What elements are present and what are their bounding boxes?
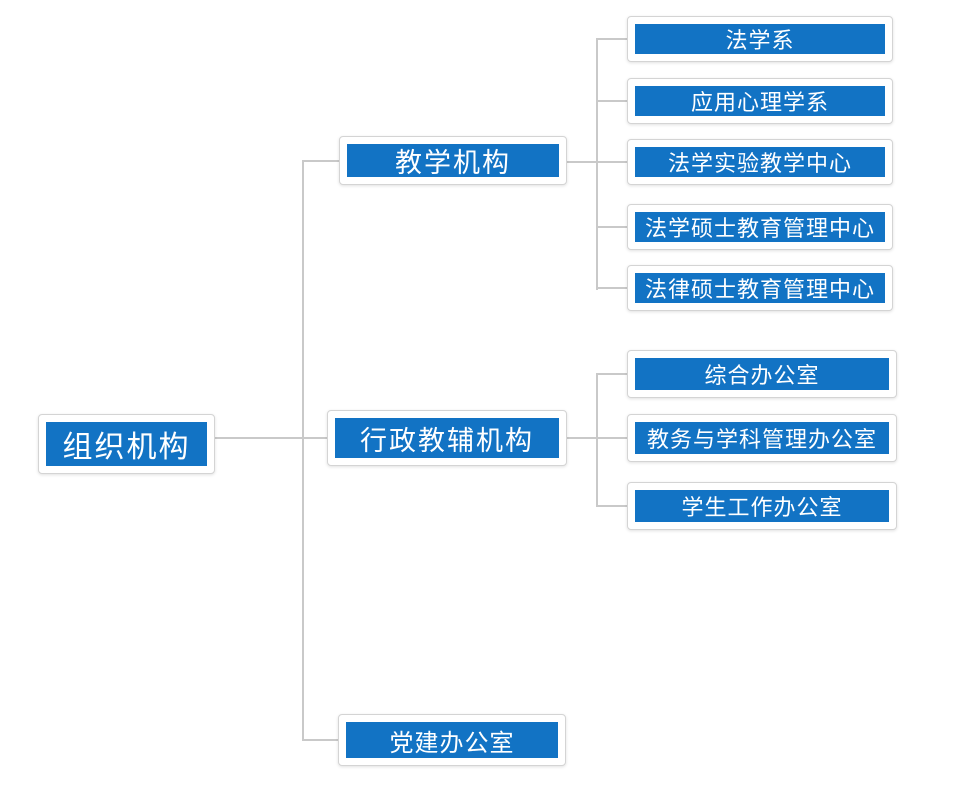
connector-admin-trunk-line bbox=[596, 373, 598, 507]
child-node-law-department-label: 法学系 bbox=[635, 24, 885, 54]
child-node-law-master-center: 法学硕士教育管理中心 bbox=[627, 204, 893, 250]
child-node-student-affairs-office-label: 学生工作办公室 bbox=[635, 490, 889, 522]
connector-teaching-child-1-stub-line bbox=[596, 38, 627, 40]
connector-admin-child-1-stub-line bbox=[596, 373, 627, 375]
branch-node-teaching: 教学机构 bbox=[339, 136, 567, 185]
org-root-node: 组织机构 bbox=[38, 414, 215, 474]
connector-root-to-admin-line bbox=[215, 437, 327, 439]
branch-node-teaching-label: 教学机构 bbox=[347, 144, 559, 177]
connector-teaching-child-2-stub-line bbox=[596, 100, 627, 102]
branch-node-party-label: 党建办公室 bbox=[346, 722, 558, 758]
child-node-general-office-label: 综合办公室 bbox=[635, 358, 889, 390]
connector-teaching-child-5-stub-line bbox=[596, 287, 627, 289]
child-node-applied-psychology-label: 应用心理学系 bbox=[635, 86, 885, 116]
connector-teaching-trunk-line bbox=[596, 38, 598, 290]
child-node-juris-master-center: 法律硕士教育管理中心 bbox=[627, 265, 893, 311]
child-node-academic-affairs-office-label: 教务与学科管理办公室 bbox=[635, 422, 889, 454]
child-node-law-department: 法学系 bbox=[627, 16, 893, 62]
connector-admin-child-3-stub-line bbox=[596, 505, 627, 507]
connector-main-trunk-line bbox=[302, 160, 304, 741]
connector-teaching-stub-line bbox=[302, 160, 339, 162]
child-node-student-affairs-office: 学生工作办公室 bbox=[627, 482, 897, 530]
org-root-label: 组织机构 bbox=[46, 422, 207, 466]
child-node-academic-affairs-office: 教务与学科管理办公室 bbox=[627, 414, 897, 462]
child-node-law-experiment-center-label: 法学实验教学中心 bbox=[635, 147, 885, 177]
connector-teaching-child-4-stub-line bbox=[596, 226, 627, 228]
child-node-applied-psychology: 应用心理学系 bbox=[627, 78, 893, 124]
branch-node-admin: 行政教辅机构 bbox=[327, 410, 567, 466]
child-node-juris-master-center-label: 法律硕士教育管理中心 bbox=[635, 273, 885, 303]
child-node-law-experiment-center: 法学实验教学中心 bbox=[627, 139, 893, 185]
child-node-law-master-center-label: 法学硕士教育管理中心 bbox=[635, 212, 885, 242]
child-node-general-office: 综合办公室 bbox=[627, 350, 897, 398]
branch-node-party: 党建办公室 bbox=[338, 714, 566, 766]
branch-node-admin-label: 行政教辅机构 bbox=[335, 418, 559, 458]
connector-party-stub-line bbox=[302, 739, 338, 741]
